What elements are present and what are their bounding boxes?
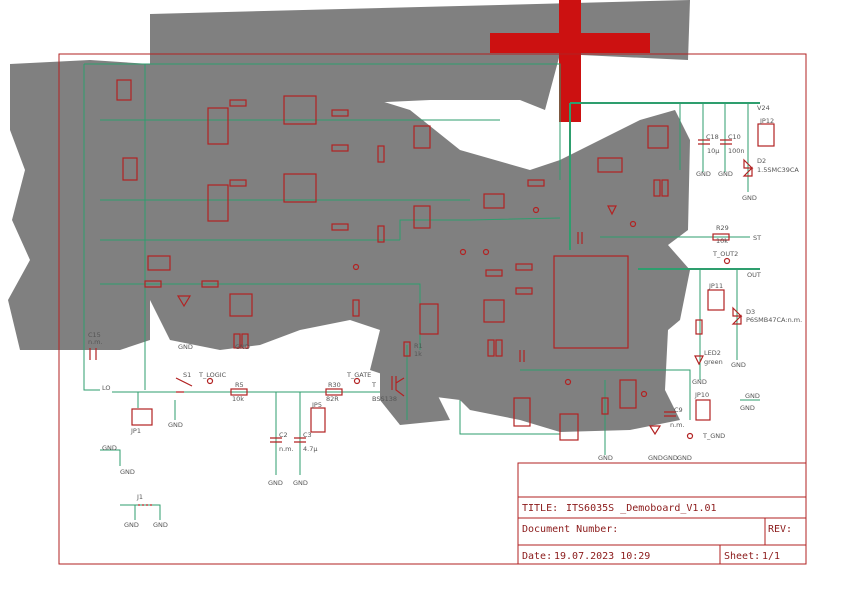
- label-c9: C9: [674, 406, 683, 414]
- label-d3: D3: [746, 308, 755, 316]
- label-r29: R29: [716, 224, 729, 232]
- date-label: Date:: [522, 551, 552, 562]
- title-label: TITLE:: [522, 503, 558, 514]
- rev-label: REV:: [768, 524, 792, 535]
- label-c15: C15: [88, 331, 101, 339]
- label-t1: T: [371, 381, 376, 389]
- label-r29-value: 10k: [716, 237, 728, 245]
- label-lo: LO: [102, 384, 111, 392]
- label-r30-value: 82R: [326, 395, 339, 403]
- label-gnd-bottom-4: GND: [677, 454, 692, 462]
- title-value: ITS6035S _Demoboard_V1.01: [566, 503, 717, 514]
- red-cross-mark: [490, 0, 650, 122]
- label-gnd-c10: GND: [718, 170, 733, 178]
- label-gnd-terminal: GND: [102, 444, 117, 452]
- label-c3-value: 4.7µ: [303, 445, 317, 453]
- label-c3: C3: [303, 431, 312, 439]
- label-c18-value: 10µ: [707, 147, 719, 155]
- label-j1: J1: [136, 493, 143, 501]
- label-t-gnd: T_GND: [702, 432, 725, 440]
- label-gnd-d2: GND: [742, 194, 757, 202]
- label-led2-value: green: [704, 358, 723, 366]
- date-value: 19.07.2023 10:29: [554, 551, 650, 562]
- label-gnd-d3: GND: [731, 361, 746, 369]
- labels: V24 JP12 C18 10µ C10 100n D2 1.5SMC39CA …: [88, 104, 802, 529]
- label-gnd-jp: GND: [235, 343, 250, 351]
- label-st: ST: [753, 234, 761, 242]
- label-gnd-j1-a: GND: [124, 521, 139, 529]
- label-d3-value: P6SMB47CA:n.m.: [746, 316, 802, 324]
- label-r1: R1: [414, 342, 423, 350]
- label-d2: D2: [757, 157, 766, 165]
- label-gnd-c2: GND: [268, 479, 283, 487]
- label-c10-value: 100n: [728, 147, 745, 155]
- sheet-value: 1/1: [762, 551, 780, 562]
- label-t-logic: T_LOGIC: [198, 371, 227, 379]
- label-c2: C2: [279, 431, 288, 439]
- sheet-label: Sheet:: [724, 551, 760, 562]
- label-gnd-terminal-2: GND: [120, 468, 135, 476]
- label-gnd-s1: GND: [168, 421, 183, 429]
- label-jp11: JP11: [708, 282, 723, 290]
- label-jp1: JP1: [130, 427, 141, 435]
- components: [89, 79, 775, 506]
- label-jp5: JP5: [311, 401, 322, 409]
- label-t-out2: T_OUT2: [712, 250, 738, 258]
- label-jp12: JP12: [759, 117, 774, 125]
- label-gnd-c3: GND: [293, 479, 308, 487]
- label-jp10: JP10: [694, 391, 709, 399]
- label-t-gate: T_GATE: [346, 371, 371, 379]
- label-c10: C10: [728, 133, 741, 141]
- label-v24: V24: [757, 104, 770, 112]
- wires: [83, 63, 760, 520]
- label-c2-value: n.m.: [279, 445, 294, 453]
- label-r30: R30: [328, 381, 341, 389]
- label-gnd-bottom-3: GND: [663, 454, 678, 462]
- label-r1-value: 1k: [414, 350, 422, 358]
- label-s1: S1: [183, 371, 191, 379]
- label-gnd-c18: GND: [696, 170, 711, 178]
- label-led2: LED2: [704, 349, 721, 357]
- label-c15-value: n.m.: [88, 338, 103, 346]
- label-out: OUT: [747, 271, 761, 279]
- label-gnd-j1-b: GND: [153, 521, 168, 529]
- label-r5-value: 10k: [232, 395, 244, 403]
- drawing-frame: [58, 53, 807, 565]
- gray-overpaint: [8, 0, 690, 432]
- label-c9-value: n.m.: [670, 421, 685, 429]
- label-c18: C18: [706, 133, 719, 141]
- title-block: TITLE: ITS6035S _Demoboard_V1.01 Documen…: [517, 462, 807, 565]
- document-number-label: Document Number:: [522, 524, 618, 535]
- label-gnd-left: GND: [178, 343, 193, 351]
- label-d2-value: 1.5SMC39CA: [757, 166, 799, 174]
- label-gnd-led2: GND: [692, 378, 707, 386]
- label-gnd-right-2: GND: [740, 404, 755, 412]
- label-r5: R5: [235, 381, 244, 389]
- label-gnd-right: GND: [745, 392, 760, 400]
- label-gnd-bottom-2: GND: [648, 454, 663, 462]
- label-gnd-bottom-1: GND: [598, 454, 613, 462]
- label-bss138: BSS138: [372, 395, 397, 403]
